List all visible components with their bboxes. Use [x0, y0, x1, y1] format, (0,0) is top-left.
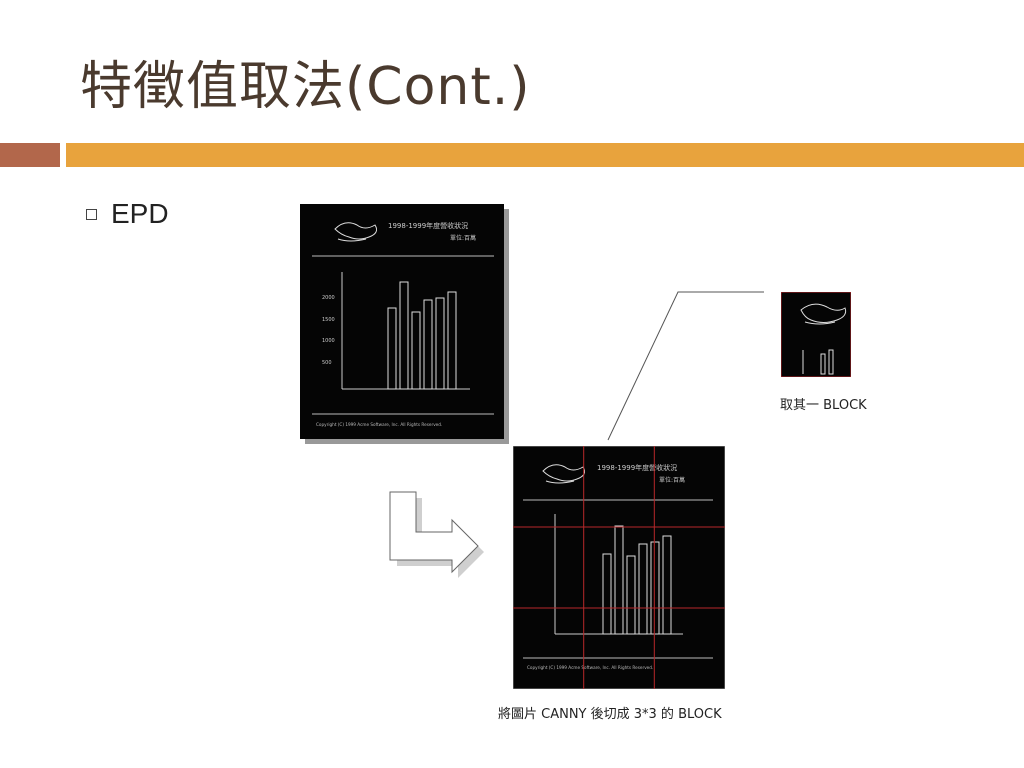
- bullet-text: EPD: [111, 198, 169, 229]
- l-shaped-arrow-icon: [389, 491, 484, 578]
- block-grid-lines: [513, 446, 725, 689]
- bullet-item: EPD: [86, 198, 169, 230]
- caption-canny: 將圖片 CANNY 後切成 3*3 的 BLOCK: [498, 707, 722, 722]
- ytick: 1500: [322, 317, 335, 323]
- figure-bars: [387, 281, 457, 390]
- logo-squiggle: [334, 222, 377, 242]
- block-preview-image: [781, 292, 851, 377]
- caption-block: 取其一 BLOCK: [780, 398, 867, 413]
- ytick: 2000: [322, 295, 335, 301]
- connector-line: [607, 291, 764, 441]
- square-bullet-icon: [86, 208, 97, 220]
- accent-bar-left: [0, 143, 60, 167]
- figure-header-2: 單位:百萬: [450, 234, 476, 242]
- slide-title: 特徵值取法(Cont.): [80, 57, 531, 117]
- edge-image-original: 1998-1999年度營收狀況 單位:百萬 2000 1500 1000 500…: [300, 204, 509, 444]
- figure-header-1: 1998-1999年度營收狀況: [388, 221, 468, 230]
- edge-image-grid: 1998-1999年度營收狀況 單位:百萬 Copyright (C) 1999…: [513, 446, 725, 689]
- grid-figure-header-2: 單位:百萬: [659, 476, 685, 484]
- grid-figure-header-1: 1998-1999年度營收狀況: [597, 463, 677, 472]
- ytick: 500: [322, 360, 332, 366]
- ytick: 1000: [322, 338, 335, 344]
- figure-footer: Copyright (C) 1999 Acme Software, Inc. A…: [316, 422, 442, 427]
- grid-figure-footer: Copyright (C) 1999 Acme Software, Inc. A…: [527, 665, 653, 670]
- accent-bar-right: [66, 143, 1024, 167]
